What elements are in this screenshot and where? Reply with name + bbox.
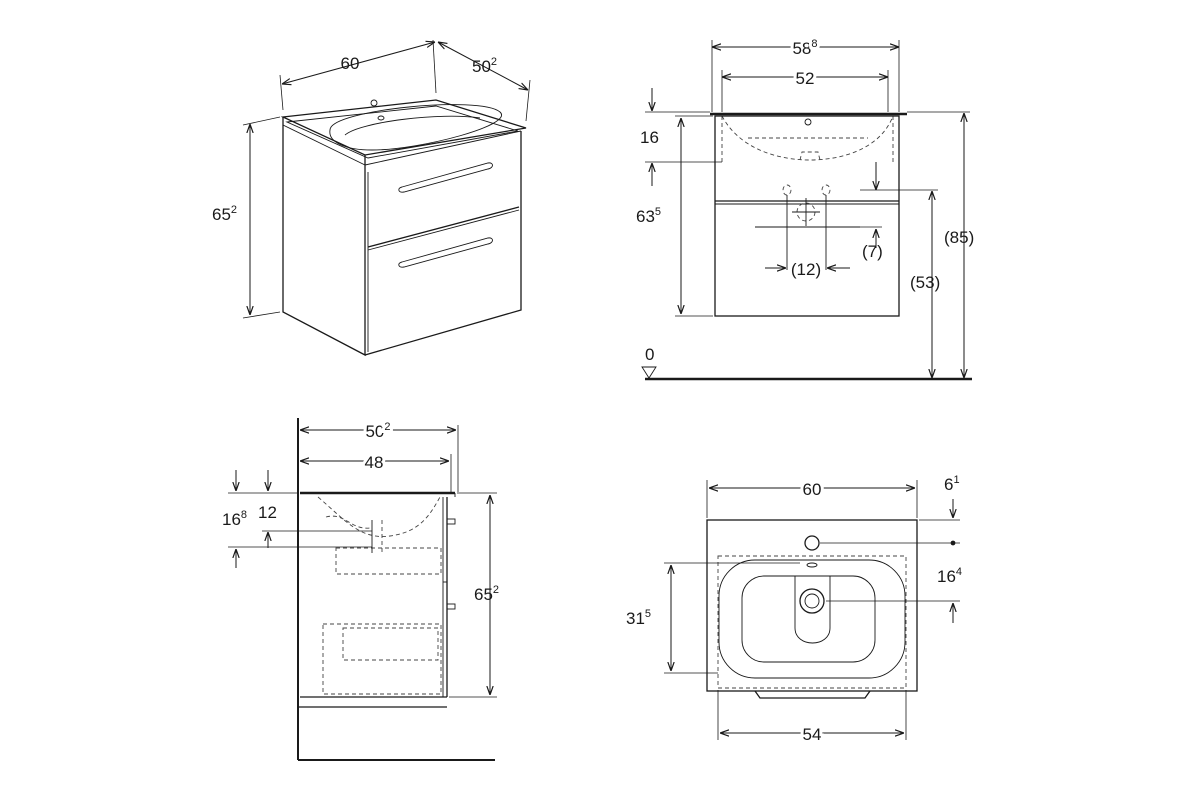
top-width-label: 60 — [803, 480, 822, 499]
front-drain-spacing-label: (12) — [791, 260, 821, 279]
side-rim-offset-label: 12 — [258, 503, 277, 522]
side-view: 502 48 168 12 652 — [222, 418, 499, 761]
front-floor-to-drain-label: (53) — [910, 273, 940, 292]
side-basin-depth-label: 168 — [222, 509, 247, 529]
front-view: 588 52 16 635 (7) (12) (53) (8 — [636, 35, 974, 381]
iso-height-label: 652 — [212, 204, 237, 224]
side-height-label: 652 — [474, 584, 499, 604]
side-body-depth-label: 48 — [365, 453, 384, 472]
top-view: 60 61 164 315 54 — [626, 474, 962, 747]
top-tap-to-drain-label: 164 — [937, 566, 962, 586]
iso-depth-label: 502 — [472, 56, 497, 76]
front-basin-width-label: 52 — [796, 69, 815, 88]
front-drain-drop-label: (7) — [862, 242, 883, 261]
front-body-height-label: 635 — [636, 206, 661, 226]
front-outer-width-label: 588 — [792, 38, 817, 58]
top-tap-offset-label: 61 — [944, 474, 960, 494]
front-floor-level-label: 0 — [645, 345, 654, 364]
top-bottom-width-label: 54 — [803, 725, 822, 744]
front-floor-to-top-label: (85) — [944, 228, 974, 247]
top-drain-from-front-label: 315 — [626, 608, 651, 628]
isometric-view: 60 502 652 — [212, 39, 531, 357]
front-top-offset-label: 16 — [640, 128, 659, 147]
side-total-depth-label: 502 — [365, 421, 390, 441]
iso-width-label: 60 — [341, 54, 360, 73]
